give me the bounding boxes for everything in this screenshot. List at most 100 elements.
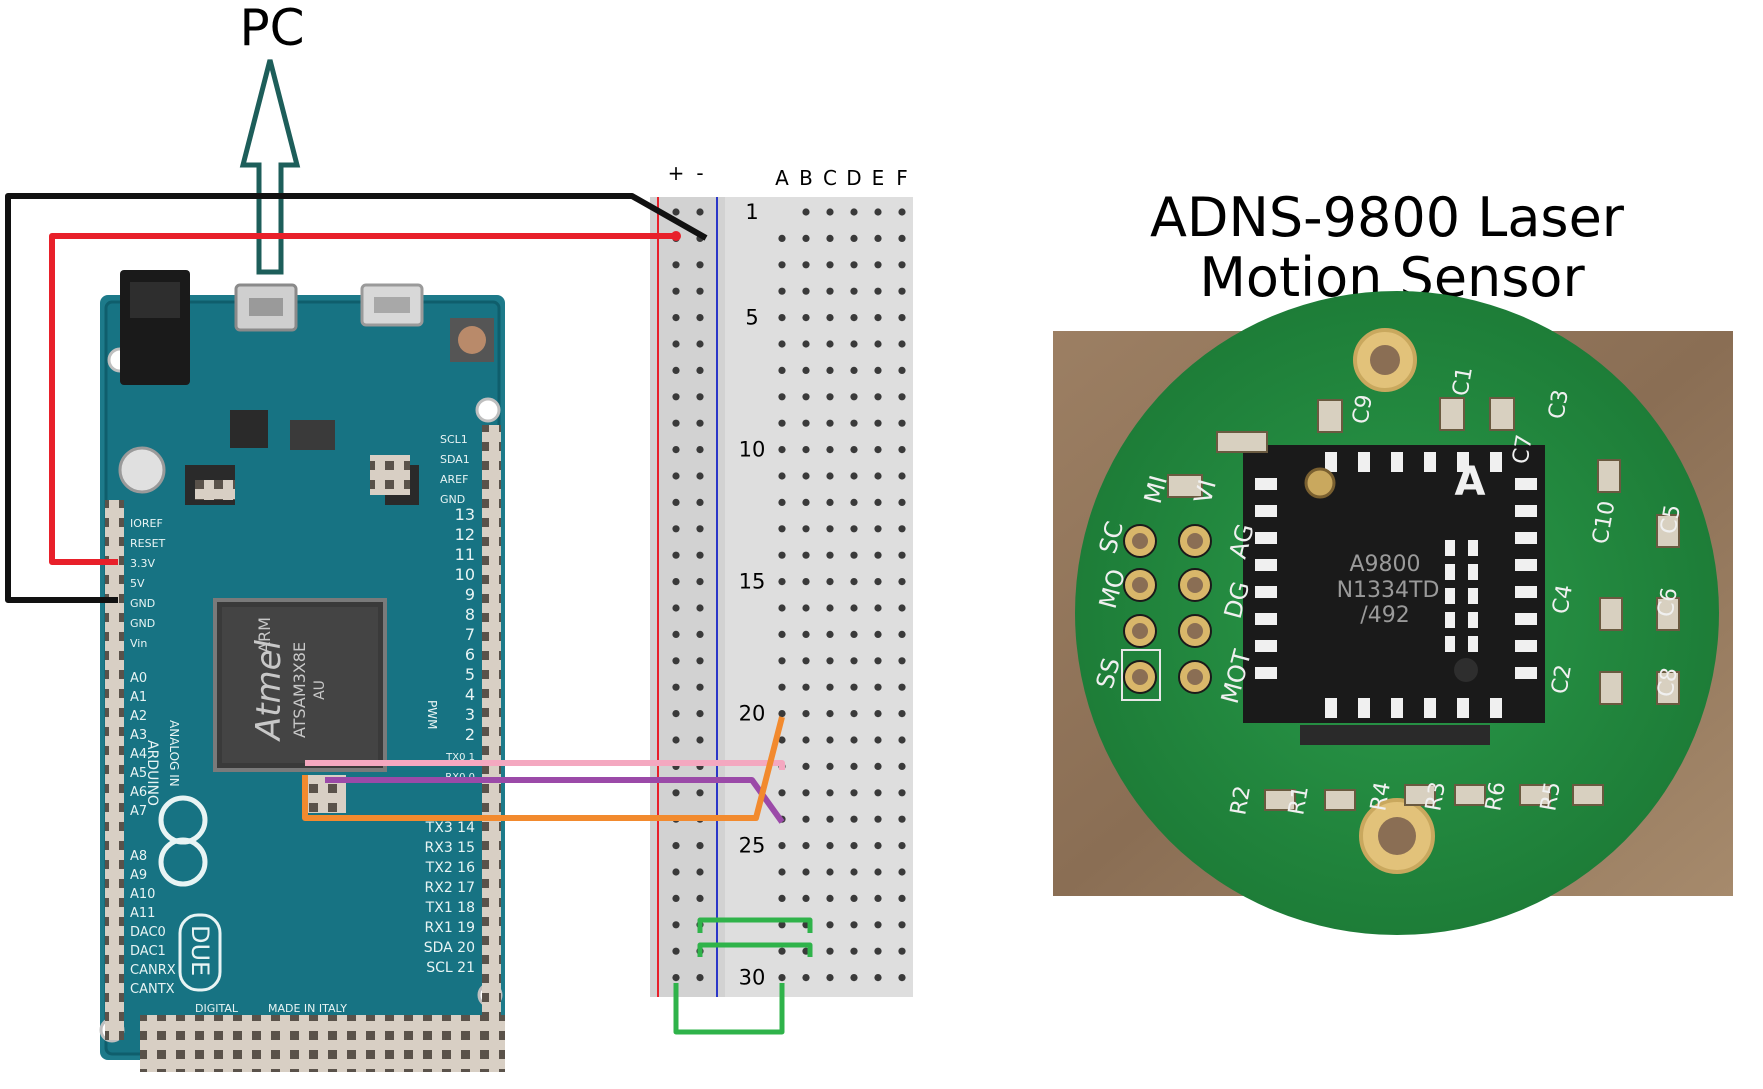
breadboard-hole: [898, 683, 906, 691]
breadboard-hole: [898, 393, 906, 401]
smd-component: [1572, 784, 1604, 806]
breadboard-hole: [778, 287, 786, 295]
breadboard-hole: [850, 208, 858, 216]
breadboard-hole: [826, 894, 834, 903]
breadboard-hole: [826, 868, 834, 876]
wire-pink: [305, 760, 785, 770]
breadboard-hole: [874, 472, 882, 480]
rail-hole: [672, 894, 680, 903]
breadboard-hole: [778, 921, 786, 929]
arduino-logo: [158, 795, 208, 887]
comm-pin-label: SCL 21: [426, 960, 475, 976]
rail-hole: [696, 419, 704, 427]
breadboard-hole: [850, 762, 858, 771]
smd-component: [1599, 671, 1623, 705]
breadboard-hole: [850, 446, 858, 454]
smd-component: [1167, 474, 1203, 498]
comm-pin-label: RX1 19: [425, 920, 476, 936]
header-pad-hole: [1187, 623, 1203, 639]
rail-hole: [672, 446, 680, 454]
digital-pin-label: 11: [455, 545, 475, 564]
breadboard-hole: [778, 842, 786, 850]
wires: [5, 193, 813, 1035]
smd-component: [1656, 514, 1680, 548]
breadboard-hole: [850, 472, 858, 480]
breadboard-hole: [874, 736, 882, 744]
breadboard-hole: [778, 630, 786, 639]
breadboard-hole: [802, 762, 810, 771]
breadboard-hole: [826, 921, 834, 929]
analog-in-label: ANALOG IN: [167, 720, 181, 787]
analog-pin-label: A4: [130, 747, 147, 762]
rail-hole: [696, 683, 704, 691]
breadboard-hole: [874, 261, 882, 269]
analog-pin-label: A10: [130, 887, 155, 902]
rail-hole: [672, 789, 680, 797]
wire-green-bottom: [673, 983, 785, 1035]
chip-pin: [1255, 640, 1277, 652]
rail-hole: [672, 393, 680, 401]
component-label: C6: [1653, 586, 1683, 619]
breadboard-hole: [802, 842, 810, 850]
rail-hole: [696, 472, 704, 480]
chip-pin: [1445, 612, 1455, 628]
component-label: R4: [1366, 780, 1396, 813]
breadboard-hole: [874, 525, 882, 533]
breadboard-hole: [850, 710, 858, 718]
breadboard-hole: [802, 683, 810, 691]
breadboard-hole: [874, 921, 882, 929]
breadboard-hole: [826, 789, 834, 797]
breadboard-hole: [874, 868, 882, 876]
chip-pin: [1391, 452, 1403, 472]
breadboard-hole: [826, 498, 834, 506]
smd-component: [1324, 789, 1356, 811]
row-number-label: 5: [745, 306, 758, 330]
breadboard-hole: [826, 525, 834, 533]
sensor-header-pads: [1121, 524, 1212, 701]
breadboard-hole: [874, 287, 882, 295]
chip-pin: [1445, 540, 1455, 556]
smd-component: [1597, 459, 1621, 493]
breadboard-hole: [850, 657, 858, 665]
breadboard-hole: [802, 340, 810, 348]
breadboard-hole: [898, 815, 906, 823]
rail-hole: [672, 498, 680, 506]
header-pad-hole: [1132, 623, 1148, 639]
column-label: E: [872, 166, 885, 190]
pin-5v: 5V: [130, 577, 145, 590]
breadboard-hole: [874, 657, 882, 665]
breadboard-hole: [826, 234, 834, 242]
chip-pin: [1445, 588, 1455, 604]
digital-pin-label: 5: [465, 665, 475, 684]
rail-hole: [672, 868, 680, 876]
arduino-due-board: Atmel ATSAM3X8E AU ARM IOREF RESET 3.3V …: [99, 270, 505, 1072]
breadboard-hole: [826, 842, 834, 850]
breadboard-hole: [898, 446, 906, 454]
breadboard-hole: [826, 604, 834, 612]
cpu-part: ATSAM3X8E: [290, 642, 309, 738]
chip-pin: [1490, 452, 1502, 472]
component-label: R3: [1421, 780, 1451, 813]
chip-text-2: N1334TD: [1337, 578, 1440, 603]
chip-pin: [1457, 452, 1469, 472]
breadboard-hole: [874, 604, 882, 612]
pin-gnd-2: GND: [130, 617, 155, 630]
breadboard-hole: [850, 736, 858, 744]
breadboard-hole: [778, 578, 786, 586]
rail-hole: [672, 710, 680, 718]
chip-pin: [1515, 478, 1537, 490]
breadboard-hole: [778, 736, 786, 744]
breadboard-hole: [850, 366, 858, 374]
analog-pin-label: A7: [130, 804, 147, 819]
breadboard-hole: [898, 314, 906, 322]
breadboard-hole: [850, 287, 858, 295]
analog-pin-label: A11: [130, 906, 155, 921]
pin-3v3: 3.3V: [130, 557, 155, 570]
component-label: C9: [1348, 393, 1378, 426]
digital-pin-label: 3: [465, 705, 475, 724]
breadboard-hole: [826, 314, 834, 322]
breadboard-hole: [874, 340, 882, 348]
breadboard-hole: [850, 578, 858, 586]
